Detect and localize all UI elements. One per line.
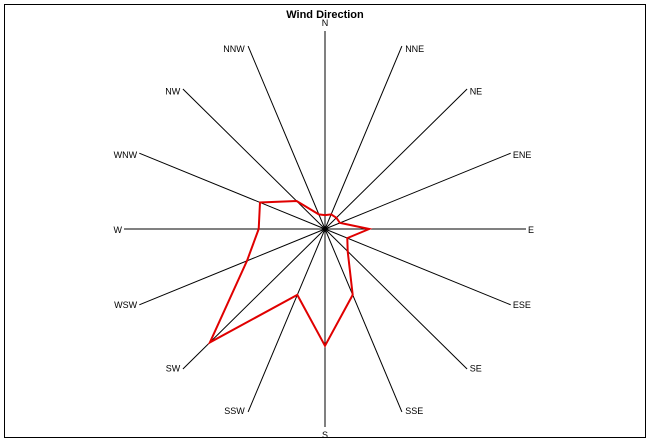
data-point-ene <box>339 222 341 224</box>
data-point-se <box>346 250 349 253</box>
direction-label-e: E <box>528 225 534 235</box>
spoke-sse <box>324 228 403 413</box>
direction-labels: N NNE NE ENE E ESE SE SSE S SSW SW WSW W WNW NW NNW <box>114 18 535 440</box>
direction-label-s: S <box>322 430 328 440</box>
data-point-ne <box>335 217 338 219</box>
data-point-ssw <box>296 294 299 296</box>
center-hub <box>323 227 327 231</box>
data-point-n <box>324 214 326 216</box>
data-point-ese <box>346 237 349 239</box>
data-point-wsw <box>246 260 248 262</box>
direction-label-wsw: WSW <box>114 300 137 310</box>
data-point-nne <box>330 213 333 216</box>
direction-label-nnw: NNW <box>223 44 245 54</box>
spoke-nne <box>324 45 403 230</box>
data-point-wnw <box>259 201 261 204</box>
data-point-sw <box>209 341 211 344</box>
series-layer <box>207 199 373 348</box>
direction-label-w: W <box>114 225 123 235</box>
direction-label-n: N <box>322 18 329 28</box>
spoke-ssw <box>247 228 326 413</box>
direction-label-wnw: WNW <box>114 150 138 160</box>
data-point-nnw <box>318 213 320 216</box>
direction-label-ese: ESE <box>513 300 531 310</box>
spoke-sw <box>182 228 326 370</box>
spoke-ene <box>324 152 511 230</box>
direction-label-ssw: SSW <box>224 406 245 416</box>
direction-label-se: SE <box>470 364 482 374</box>
direction-label-ne: NE <box>470 86 483 96</box>
spoke-wnw <box>139 152 326 230</box>
spoke-nnw <box>247 45 326 230</box>
direction-label-sse: SSE <box>405 406 423 416</box>
direction-label-nne: NNE <box>405 44 424 54</box>
data-point-w <box>257 228 260 230</box>
series-line-0 <box>207 199 373 348</box>
chart-title: Wind Direction <box>286 9 364 21</box>
data-point-s <box>324 345 326 347</box>
spokes-layer <box>124 31 526 427</box>
data-point-nw <box>295 200 298 202</box>
direction-label-nw: NW <box>165 86 180 96</box>
spoke-nw <box>182 88 326 230</box>
spoke-wsw <box>139 228 326 306</box>
data-point-sse <box>351 294 354 296</box>
spoke-ese <box>324 228 511 306</box>
direction-label-ene: ENE <box>513 150 532 160</box>
data-point-e <box>368 228 371 230</box>
spoke-ne <box>324 88 468 230</box>
direction-label-sw: SW <box>166 364 181 374</box>
spoke-se <box>324 228 468 370</box>
